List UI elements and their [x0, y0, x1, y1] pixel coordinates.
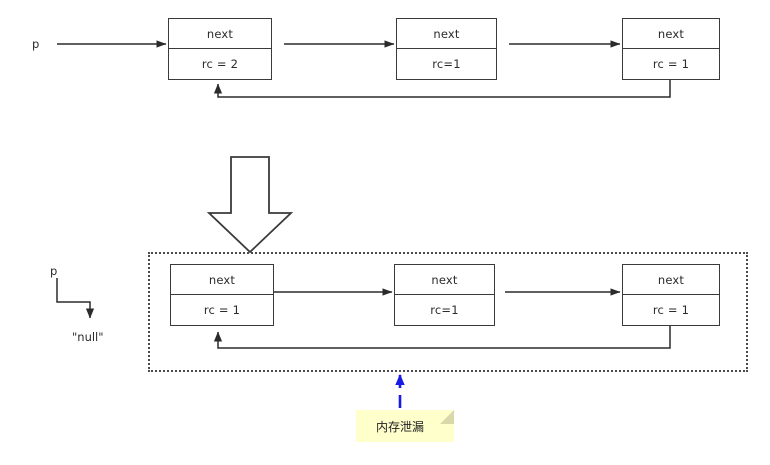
- node-box-top-3: next rc = 1: [622, 18, 720, 80]
- node-refcount-field: rc = 1: [652, 303, 690, 317]
- node-next-field: next: [171, 265, 273, 295]
- memory-leak-note: 内存泄漏: [356, 410, 454, 442]
- pointer-label-p-top: p: [32, 37, 40, 51]
- memory-leak-note-text: 内存泄漏: [375, 419, 424, 434]
- leaked-memory-region: [148, 252, 748, 372]
- node-refcount-field: rc=1: [430, 303, 459, 317]
- block-arrow-down-icon: [206, 156, 294, 254]
- null-label: "null": [72, 330, 104, 344]
- top-row-connectors: [57, 40, 671, 98]
- node-refcount-field: rc = 1: [652, 57, 690, 71]
- node-next-field: next: [623, 265, 719, 295]
- node-next-field: next: [397, 19, 496, 49]
- note-fold-corner-icon: [440, 410, 454, 424]
- node-next-field: next: [395, 265, 494, 295]
- node-box-top-1: next rc = 2: [168, 18, 272, 80]
- node-box-bottom-1: next rc = 1: [170, 264, 274, 326]
- node3-back-to-node1-arrow-top: [213, 80, 671, 98]
- pointer-label-p-bottom: p: [50, 264, 58, 278]
- node-refcount-field: rc = 2: [201, 57, 239, 71]
- node-box-bottom-3: next rc = 1: [622, 264, 720, 326]
- node-next-field: next: [623, 19, 719, 49]
- p-to-null-elbow-arrow: [56, 278, 95, 319]
- node-next-field: next: [169, 19, 271, 49]
- node-box-bottom-2: next rc=1: [394, 264, 495, 326]
- bottom-row-connectors: [213, 288, 671, 349]
- node-refcount-field: rc=1: [432, 57, 461, 71]
- node3-back-to-node1-arrow-bottom: [213, 324, 671, 349]
- node-box-top-2: next rc=1: [396, 18, 497, 80]
- node-refcount-field: rc = 1: [203, 303, 241, 317]
